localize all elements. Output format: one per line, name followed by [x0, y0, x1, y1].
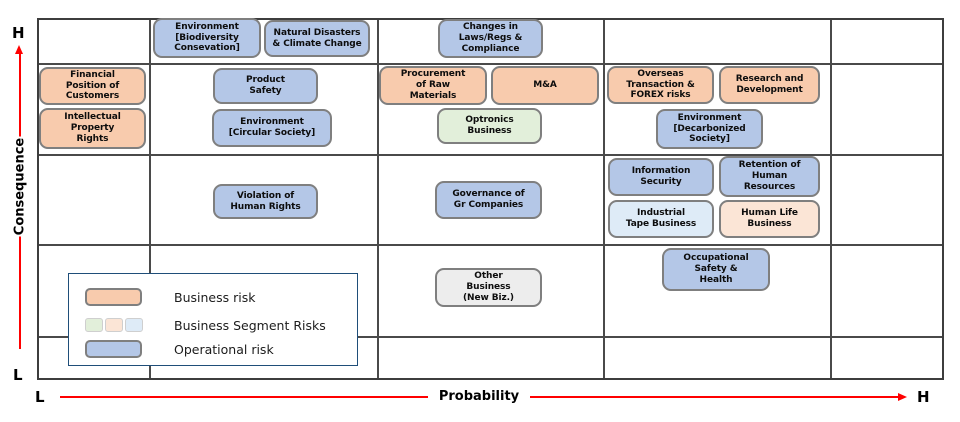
y-axis-high-label: H	[12, 24, 25, 42]
grid-vline-4	[830, 20, 832, 378]
risk-box-m-and-a: M&A	[491, 66, 599, 105]
risk-box-research-and-development: Research and Development	[719, 66, 820, 104]
y-axis-arrow-icon	[15, 45, 23, 54]
risk-box-environment-biodiversity: Environment [Biodiversity Consevation]	[153, 18, 261, 58]
legend-swatches-operational	[85, 340, 161, 358]
y-axis-low-label: L	[13, 366, 23, 384]
risk-box-financial-position: Financial Position of Customers	[39, 67, 146, 105]
legend-swatch-segment-peach	[105, 318, 123, 332]
legend-item-operational-risk: Operational risk	[85, 340, 349, 358]
legend-item-business-risk: Business risk	[85, 288, 349, 306]
grid-hline-2	[39, 154, 942, 156]
x-axis-low-label: L	[35, 388, 45, 406]
risk-box-intellectual-property: Intellectual Property Rights	[39, 108, 146, 149]
risk-box-human-life-business: Human Life Business	[719, 200, 820, 238]
legend-swatch-operational	[85, 340, 142, 358]
legend-swatch-segment-blue	[125, 318, 143, 332]
risk-box-environment-circular: Environment [Circular Society]	[212, 109, 332, 147]
grid-hline-1	[39, 63, 942, 65]
legend-label-operational-risk: Operational risk	[174, 341, 274, 357]
risk-box-product-safety: Product Safety	[213, 68, 318, 104]
legend-label-segment-risks: Business Segment Risks	[174, 317, 326, 333]
y-axis-title: Consequence	[12, 136, 28, 237]
risk-box-other-business: Other Business (New Biz.)	[435, 268, 542, 307]
legend-swatch-business	[85, 288, 142, 306]
grid-hline-3	[39, 244, 942, 246]
legend-swatch-segment-green	[85, 318, 103, 332]
legend-label-business-risk: Business risk	[174, 289, 256, 305]
risk-box-industrial-tape-business: Industrial Tape Business	[608, 200, 714, 238]
risk-box-environment-decarbonized: Environment [Decarbonized Society]	[656, 109, 763, 149]
legend-swatches-business	[85, 288, 161, 306]
x-axis-arrow-icon	[898, 393, 907, 401]
grid-vline-1	[149, 20, 151, 378]
risk-box-procurement-raw-materials: Procurement of Raw Materials	[379, 66, 487, 105]
risk-box-natural-disasters: Natural Disasters & Climate Change	[264, 20, 370, 57]
risk-box-governance-gr-companies: Governance of Gr Companies	[435, 181, 542, 219]
grid-vline-3	[603, 20, 605, 378]
legend-swatches-segment	[85, 318, 161, 332]
legend: Business risk Business Segment Risks Ope…	[68, 273, 358, 366]
risk-box-occupational-safety-health: Occupational Safety & Health	[662, 248, 770, 291]
x-axis-high-label: H	[917, 388, 930, 406]
legend-item-segment-risks: Business Segment Risks	[85, 316, 349, 334]
risk-box-overseas-transaction-forex: Overseas Transaction & FOREX risks	[607, 66, 714, 104]
risk-box-information-security: Information Security	[608, 158, 714, 196]
x-axis-title: Probability	[428, 389, 530, 404]
risk-box-changes-in-laws: Changes in Laws/Regs & Compliance	[438, 19, 543, 58]
risk-box-retention-human-resources: Retention of Human Resources	[719, 156, 820, 197]
risk-box-optronics-business: Optronics Business	[437, 108, 542, 144]
grid-hline-4	[39, 336, 942, 338]
risk-box-violation-human-rights: Violation of Human Rights	[213, 184, 318, 219]
grid-vline-2	[377, 20, 379, 378]
